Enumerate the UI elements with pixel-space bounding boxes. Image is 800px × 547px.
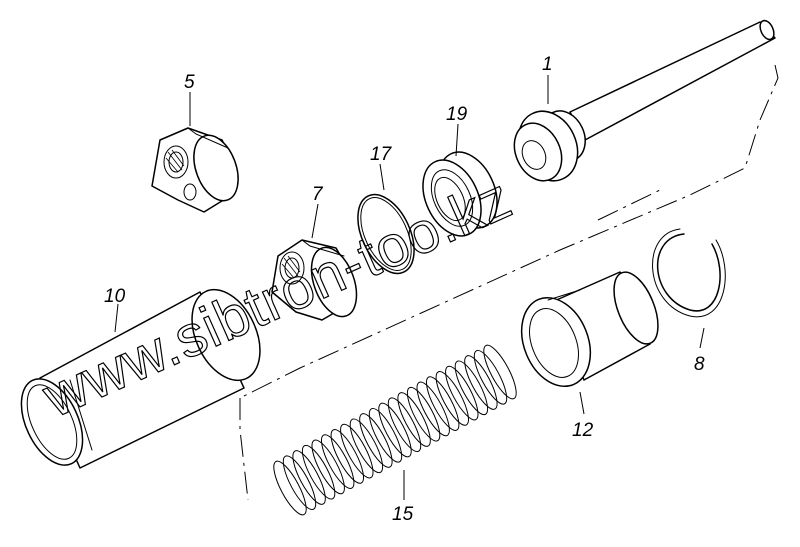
callout-7: 7 [312, 184, 324, 205]
spring-coil [273, 460, 307, 516]
callout-leaders [114, 75, 705, 500]
spring-coil [406, 386, 441, 442]
spring-coil [435, 371, 469, 426]
spring-coil [340, 423, 374, 479]
spring-coil [321, 434, 355, 489]
spring-coil [368, 407, 403, 463]
spring-coil [349, 418, 384, 474]
callout-15: 15 [392, 504, 414, 525]
callout-19: 19 [446, 104, 468, 125]
callouts: 1 5 7 19 17 10 8 12 15 [104, 54, 705, 525]
part-15-spring [273, 344, 517, 516]
spring-coil [301, 444, 336, 500]
spring-coil [426, 376, 460, 431]
spring-coil [483, 344, 517, 400]
callout-5: 5 [184, 72, 195, 93]
spring-coil [282, 455, 317, 511]
spring-coil [454, 360, 489, 416]
callout-8: 8 [694, 354, 705, 375]
spring-coil [359, 413, 393, 468]
callout-12: 12 [572, 420, 594, 441]
assembly-axis-lines [239, 64, 779, 501]
part-5-nut [151, 127, 239, 213]
part-12-bushing [520, 271, 659, 388]
callout-10: 10 [104, 286, 126, 307]
spring-coil [397, 392, 431, 447]
spring-coil [416, 381, 450, 437]
spring-coil [378, 402, 412, 458]
spring-coil [330, 429, 364, 484]
spring-coil [473, 349, 508, 405]
part-7-nut [271, 239, 358, 321]
spring-coil [445, 365, 479, 421]
part-19-seal [422, 151, 498, 237]
callout-1: 1 [542, 54, 553, 75]
spring-coil [464, 355, 498, 410]
spring-coil [387, 397, 422, 453]
spring-coil [292, 450, 326, 505]
part-8-snap-ring [652, 228, 726, 318]
spring-coil [311, 439, 345, 495]
part-17-ring [357, 193, 415, 275]
callout-17: 17 [370, 144, 393, 165]
part-10-tube [20, 288, 261, 469]
part-1-rod [513, 19, 776, 182]
